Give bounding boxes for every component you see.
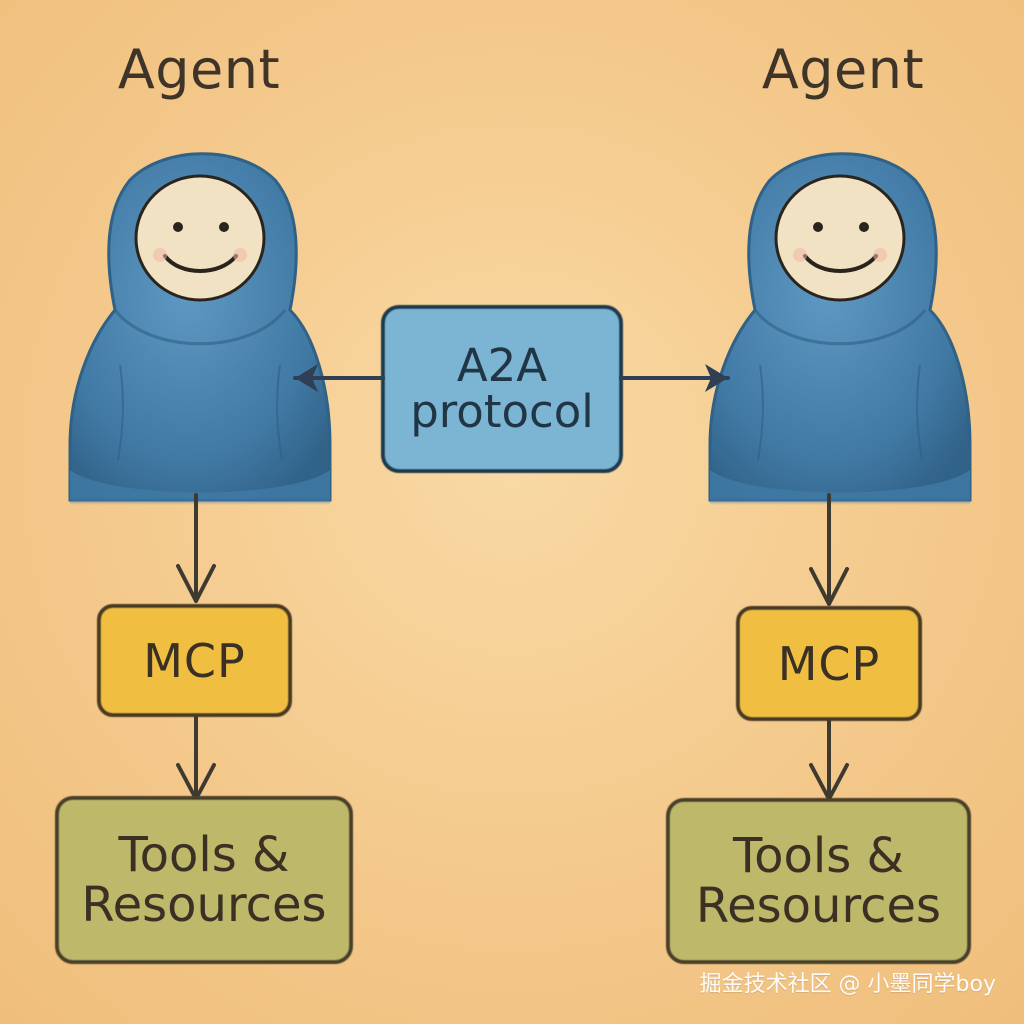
a2a-right-arrow [619,364,730,392]
a2a-label: A2A protocol [410,338,594,438]
left-tools-label: Tools & Resources [81,826,327,933]
left-mcp-to-tools-arrow [176,712,216,801]
watermark-text: 掘金技术社区 @ 小墨同学boy [699,972,996,997]
right-agent-label: Agent [761,38,925,101]
left-agent-label: Agent [117,38,281,101]
left-agent-to-mcp-arrow [176,493,216,603]
left-tools-box [55,796,353,964]
right-mcp-to-tools-arrow [809,716,849,801]
right-mcp-box [736,606,922,721]
left-mcp-label: MCP [143,633,246,688]
left-agent-icon [68,152,332,505]
left-mcp-box [97,604,292,717]
right-agent-to-mcp-arrow [809,493,849,606]
right-tools-label: Tools & Resources [695,827,942,934]
right-tools-box [666,798,971,964]
right-agent-icon [708,152,972,505]
right-mcp-label: MCP [777,636,881,691]
a2a-box [381,305,623,473]
a2a-left-arrow [293,364,385,392]
